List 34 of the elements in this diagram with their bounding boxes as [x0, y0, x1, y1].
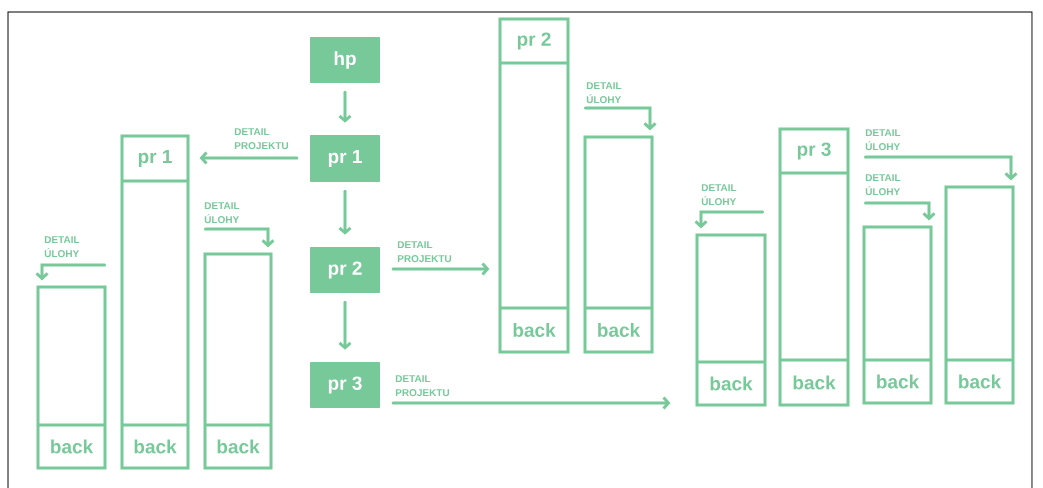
- page-column: pr 1 back: [120, 134, 190, 470]
- page-column: pr 3 back: [778, 127, 850, 407]
- page-box: pr 1: [310, 135, 380, 182]
- arrow: [199, 151, 299, 165]
- edge-label: DETAIL ÚLOHY: [865, 174, 901, 196]
- arrow: [864, 155, 1018, 181]
- page-column: back: [203, 252, 273, 470]
- arrow: [584, 106, 657, 131]
- arrow: [35, 263, 106, 281]
- edge-label: DETAIL PROJEKTU: [395, 375, 450, 397]
- arrow: [391, 396, 671, 410]
- arrow: [338, 300, 352, 350]
- page-column: back: [862, 225, 933, 405]
- edge-label: DETAIL PROJEKTU: [234, 128, 289, 150]
- arrow: [204, 227, 275, 248]
- edge-label: DETAIL ÚLOHY: [701, 184, 737, 206]
- arrow: [338, 90, 352, 123]
- edge-label: DETAIL ÚLOHY: [586, 82, 622, 104]
- arrow: [694, 210, 764, 229]
- page-column: pr 2 back: [498, 17, 570, 354]
- page-column: back: [36, 285, 107, 470]
- edge-label: DETAIL ÚLOHY: [44, 236, 80, 258]
- page-column: back: [944, 185, 1015, 405]
- page-box: pr 3: [310, 362, 380, 408]
- arrow: [391, 262, 490, 276]
- page-box: pr 2: [310, 247, 380, 293]
- arrow: [864, 201, 936, 221]
- edge-label: DETAIL ÚLOHY: [204, 202, 240, 224]
- edge-label: DETAIL ÚLOHY: [865, 129, 901, 151]
- page-box: hp: [310, 37, 380, 83]
- page-column: back: [583, 135, 654, 354]
- page-column: back: [695, 233, 767, 407]
- arrow: [338, 189, 352, 235]
- edge-label: DETAIL PROJEKTU: [397, 241, 452, 263]
